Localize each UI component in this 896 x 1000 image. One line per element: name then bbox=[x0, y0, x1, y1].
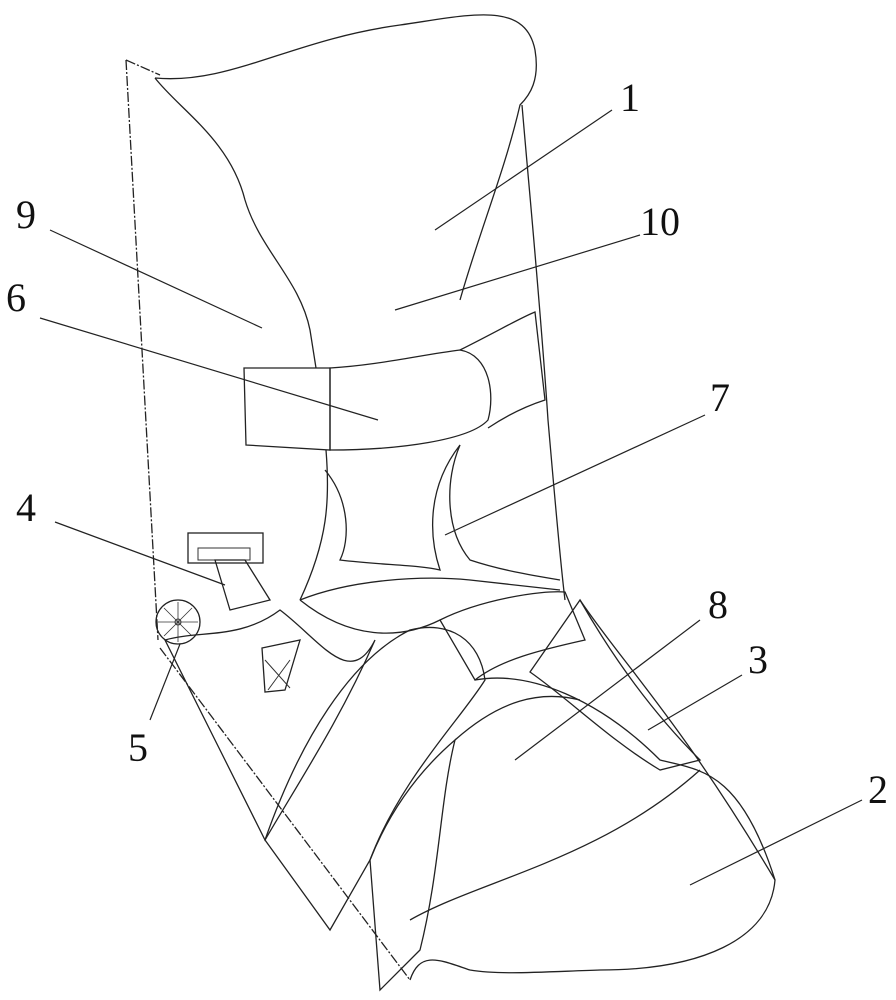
label-2: 2 bbox=[868, 767, 888, 812]
foot-shell bbox=[409, 677, 776, 981]
label-8: 8 bbox=[708, 582, 728, 627]
upper-shell bbox=[154, 14, 537, 301]
label-4: 4 bbox=[16, 485, 36, 530]
label-10: 10 bbox=[640, 199, 680, 244]
strap bbox=[243, 311, 546, 451]
diagonal-strap bbox=[264, 626, 486, 932]
label-5: 5 bbox=[128, 725, 148, 770]
label-3: 3 bbox=[748, 637, 768, 682]
label-6: 6 bbox=[6, 275, 26, 320]
label-1: 1 bbox=[620, 75, 640, 120]
leader-lines bbox=[39, 109, 863, 886]
rear-frame bbox=[125, 59, 411, 981]
adjust-wheel bbox=[155, 599, 201, 645]
label-7: 7 bbox=[710, 375, 730, 420]
label-9: 9 bbox=[16, 192, 36, 237]
buckle bbox=[187, 532, 301, 693]
